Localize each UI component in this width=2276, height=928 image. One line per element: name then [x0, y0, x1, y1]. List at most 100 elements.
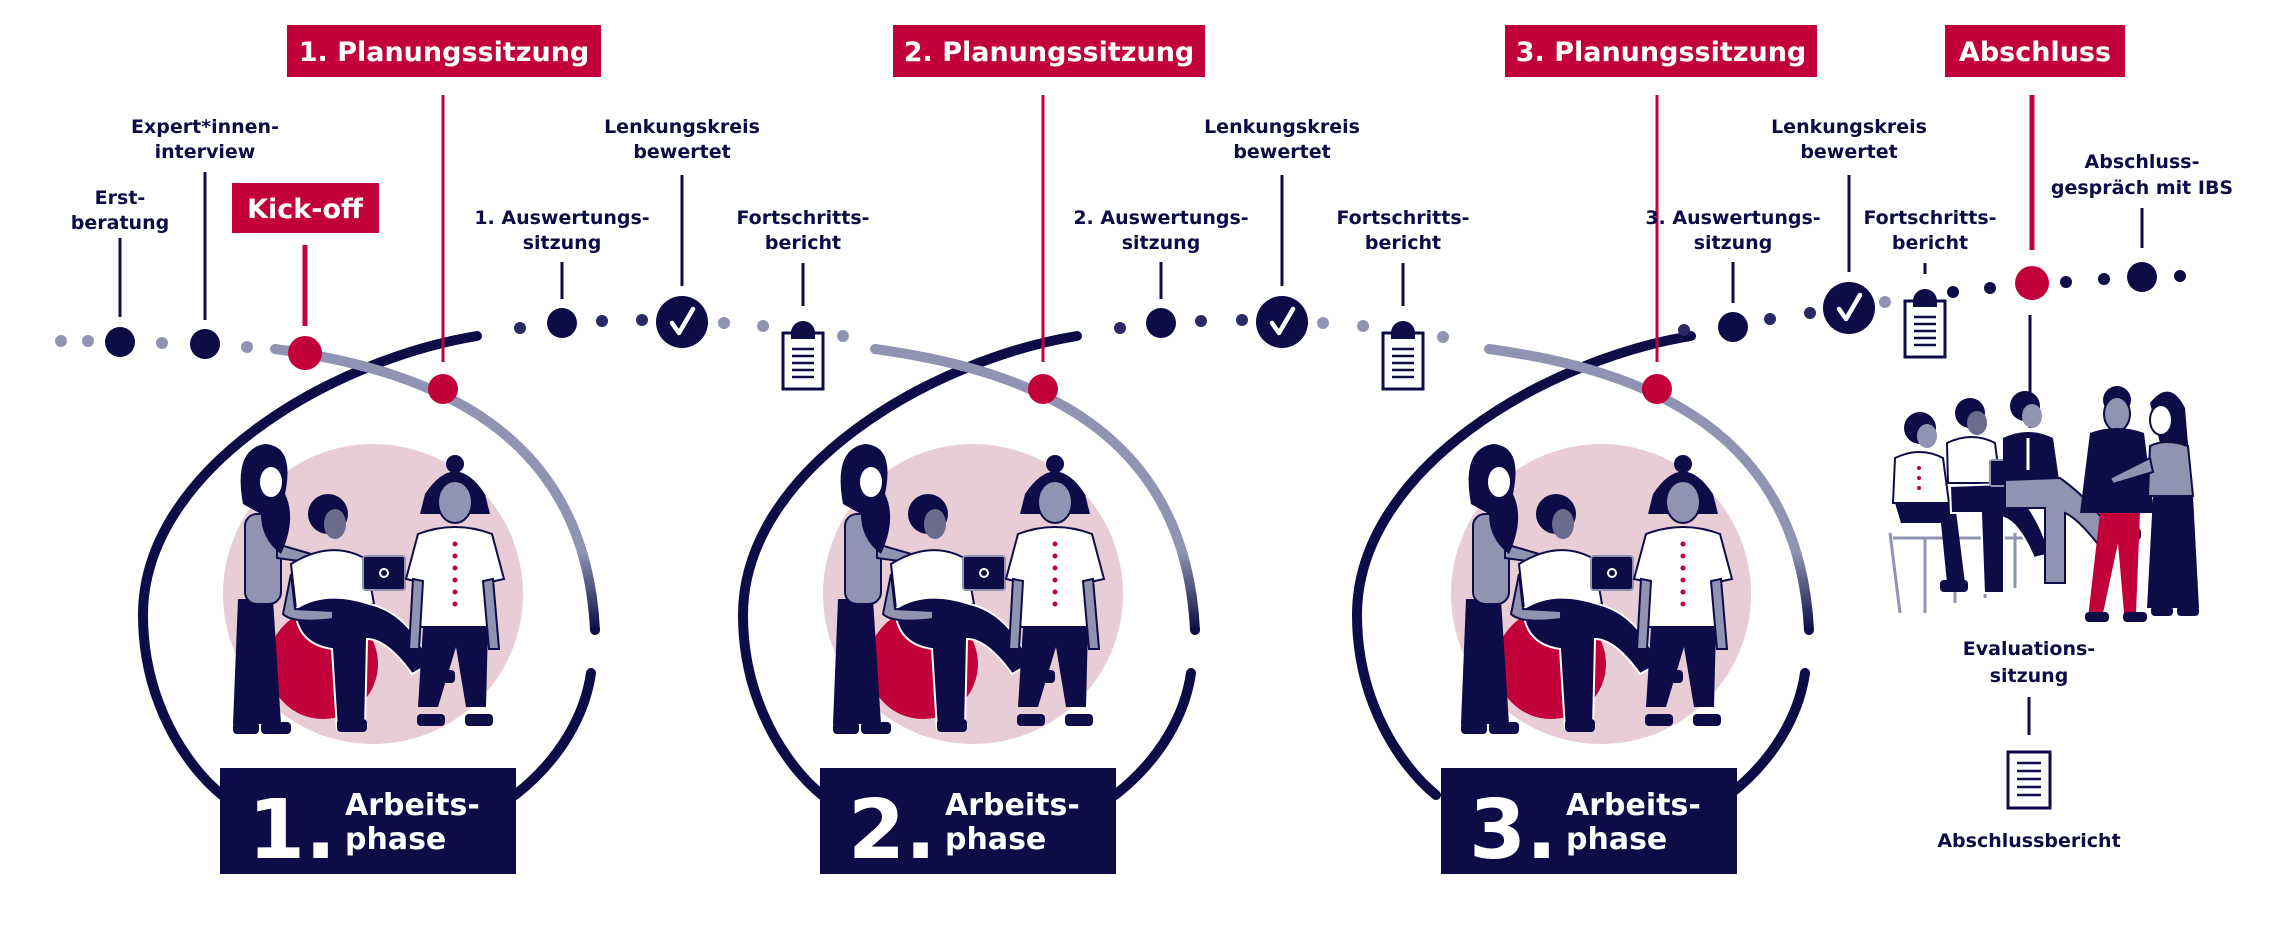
planning-label: 2. Planungssitzung [904, 37, 1195, 68]
timeline-dot [2098, 273, 2110, 285]
phase-title-box [1441, 768, 1737, 874]
timeline-dot [55, 335, 67, 347]
timeline-dot [156, 337, 168, 349]
phase-ring-left-arc [737, 331, 1082, 800]
steering-committee-2[interactable]: Lenkungskreis bewertet [1204, 116, 1360, 348]
phase-progress-arc [870, 344, 1200, 635]
checkmark-icon [1256, 296, 1308, 348]
abschluss-tag [1945, 25, 2125, 77]
milestone-dot [2127, 262, 2157, 292]
milestone-label: sitzung [1990, 665, 2069, 687]
evaluation-session-3[interactable]: 3. Auswertungs-sitzung [1645, 207, 1821, 342]
phase-title-line: Arbeits- [1566, 788, 1701, 823]
kickoff-tag [232, 183, 379, 233]
phase-number: 3. [1469, 783, 1557, 878]
timeline-dot [1804, 307, 1816, 319]
phase-title-line: Arbeits- [345, 788, 480, 823]
checkmark-icon [1823, 282, 1875, 334]
progress-report-3[interactable]: Fortschritts-bericht [1863, 207, 1997, 359]
milestone-label: bericht [765, 232, 841, 254]
milestone-label: bewertet [1233, 141, 1330, 163]
phase-progress-arc [1484, 344, 1814, 635]
planning-session-3[interactable]: 3. Planungssitzung [1505, 25, 1817, 404]
document-icon [2006, 750, 2052, 810]
timeline-dot [1114, 322, 1126, 334]
phase-progress-arc [270, 344, 600, 635]
planning-label: 1. Planungssitzung [299, 37, 590, 68]
phase-title-box [820, 768, 1116, 874]
milestone-label: sitzung [1122, 232, 1201, 254]
milestone-label: Expert*innen- [131, 116, 279, 138]
timeline-dot [1984, 282, 1996, 294]
timeline-dot [1317, 317, 1329, 329]
milestone-abschlussbericht[interactable]: Abschlussbericht [1937, 750, 2121, 852]
phase-title-line: phase [345, 822, 446, 857]
milestone-label: bewertet [1800, 141, 1897, 163]
evaluation-session-2[interactable]: 2. Auswertungs-sitzung [1073, 207, 1249, 338]
clipboard-icon [781, 319, 825, 391]
timeline-dot [1879, 296, 1891, 308]
milestone-label: sitzung [1694, 232, 1773, 254]
planning-tag [1505, 25, 1817, 77]
milestone-label: Abschluss- [2085, 151, 2200, 173]
timeline-dot [82, 335, 94, 347]
clipboard-icon [1381, 319, 1425, 391]
kickoff-dot [288, 336, 322, 370]
milestone-label: Lenkungskreis [1771, 116, 1927, 138]
progress-report-1[interactable]: Fortschritts-bericht [736, 207, 870, 391]
checkmark-icon [656, 296, 708, 348]
team-illustration [222, 443, 524, 745]
phase-ring-left-arc [137, 331, 482, 800]
milestone-label: bericht [1365, 232, 1441, 254]
timeline-dot [757, 320, 769, 332]
milestone-label: beratung [71, 212, 169, 234]
timeline-dot [1437, 331, 1449, 343]
progress-report-2[interactable]: Fortschritts-bericht [1336, 207, 1470, 391]
planning-label: 3. Planungssitzung [1516, 37, 1807, 68]
timeline-dot [1764, 313, 1776, 325]
milestone-dot [190, 329, 220, 359]
timeline-dot [1195, 315, 1207, 327]
planning-tag [893, 25, 1205, 77]
planning-dot [1028, 374, 1058, 404]
phase-number: 2. [848, 783, 936, 878]
milestone-label: Evaluations- [1963, 638, 2095, 660]
milestone-kickoff[interactable]: Kick-off [232, 183, 379, 370]
phase-ring-right-arc [1724, 668, 1810, 800]
timeline-dot [241, 341, 253, 353]
milestone-dot [105, 327, 135, 357]
team-illustration [822, 443, 1124, 745]
milestone-label: Fortschritts- [1863, 207, 1996, 229]
steering-committee-3[interactable]: Lenkungskreis bewertet [1771, 116, 1927, 334]
timeline-dot [2174, 270, 2186, 282]
milestone-abschluss[interactable]: Abschluss [1945, 25, 2125, 428]
phase-ring-right-arc [1110, 668, 1196, 800]
milestone-erstberatung[interactable]: Erst- beratung [71, 187, 169, 357]
planning-session-1[interactable]: 1. Planungssitzung [287, 25, 601, 404]
milestone-label: Fortschritts- [736, 207, 869, 229]
abschluss-dot [2015, 266, 2049, 300]
milestone-label: Fortschritts- [1336, 207, 1469, 229]
evaluation-session-1[interactable]: 1. Auswertungs-sitzung [474, 207, 650, 338]
milestone-abschlussgespraech[interactable]: Abschluss- gespräch mit IBS [2051, 151, 2233, 292]
milestone-label: Erst- [95, 187, 146, 209]
team-illustration [1450, 443, 1752, 745]
milestone-evaluationssitzung[interactable]: Evaluations- sitzung [1963, 638, 2095, 735]
milestone-label: interview [155, 141, 256, 163]
milestone-dot [1718, 312, 1748, 342]
milestone-label: bericht [1892, 232, 1968, 254]
milestone-label: bewertet [633, 141, 730, 163]
phase-title-line: Arbeits- [945, 788, 1080, 823]
phase-title-line: phase [1566, 822, 1667, 857]
timeline-dot [636, 314, 648, 326]
timeline-dot [1947, 286, 1959, 298]
planning-session-2[interactable]: 2. Planungssitzung [893, 25, 1205, 404]
kickoff-label: Kick-off [247, 194, 364, 225]
milestone-expert-interview[interactable]: Expert*innen- interview [131, 116, 279, 359]
milestone-label: Lenkungskreis [1204, 116, 1360, 138]
